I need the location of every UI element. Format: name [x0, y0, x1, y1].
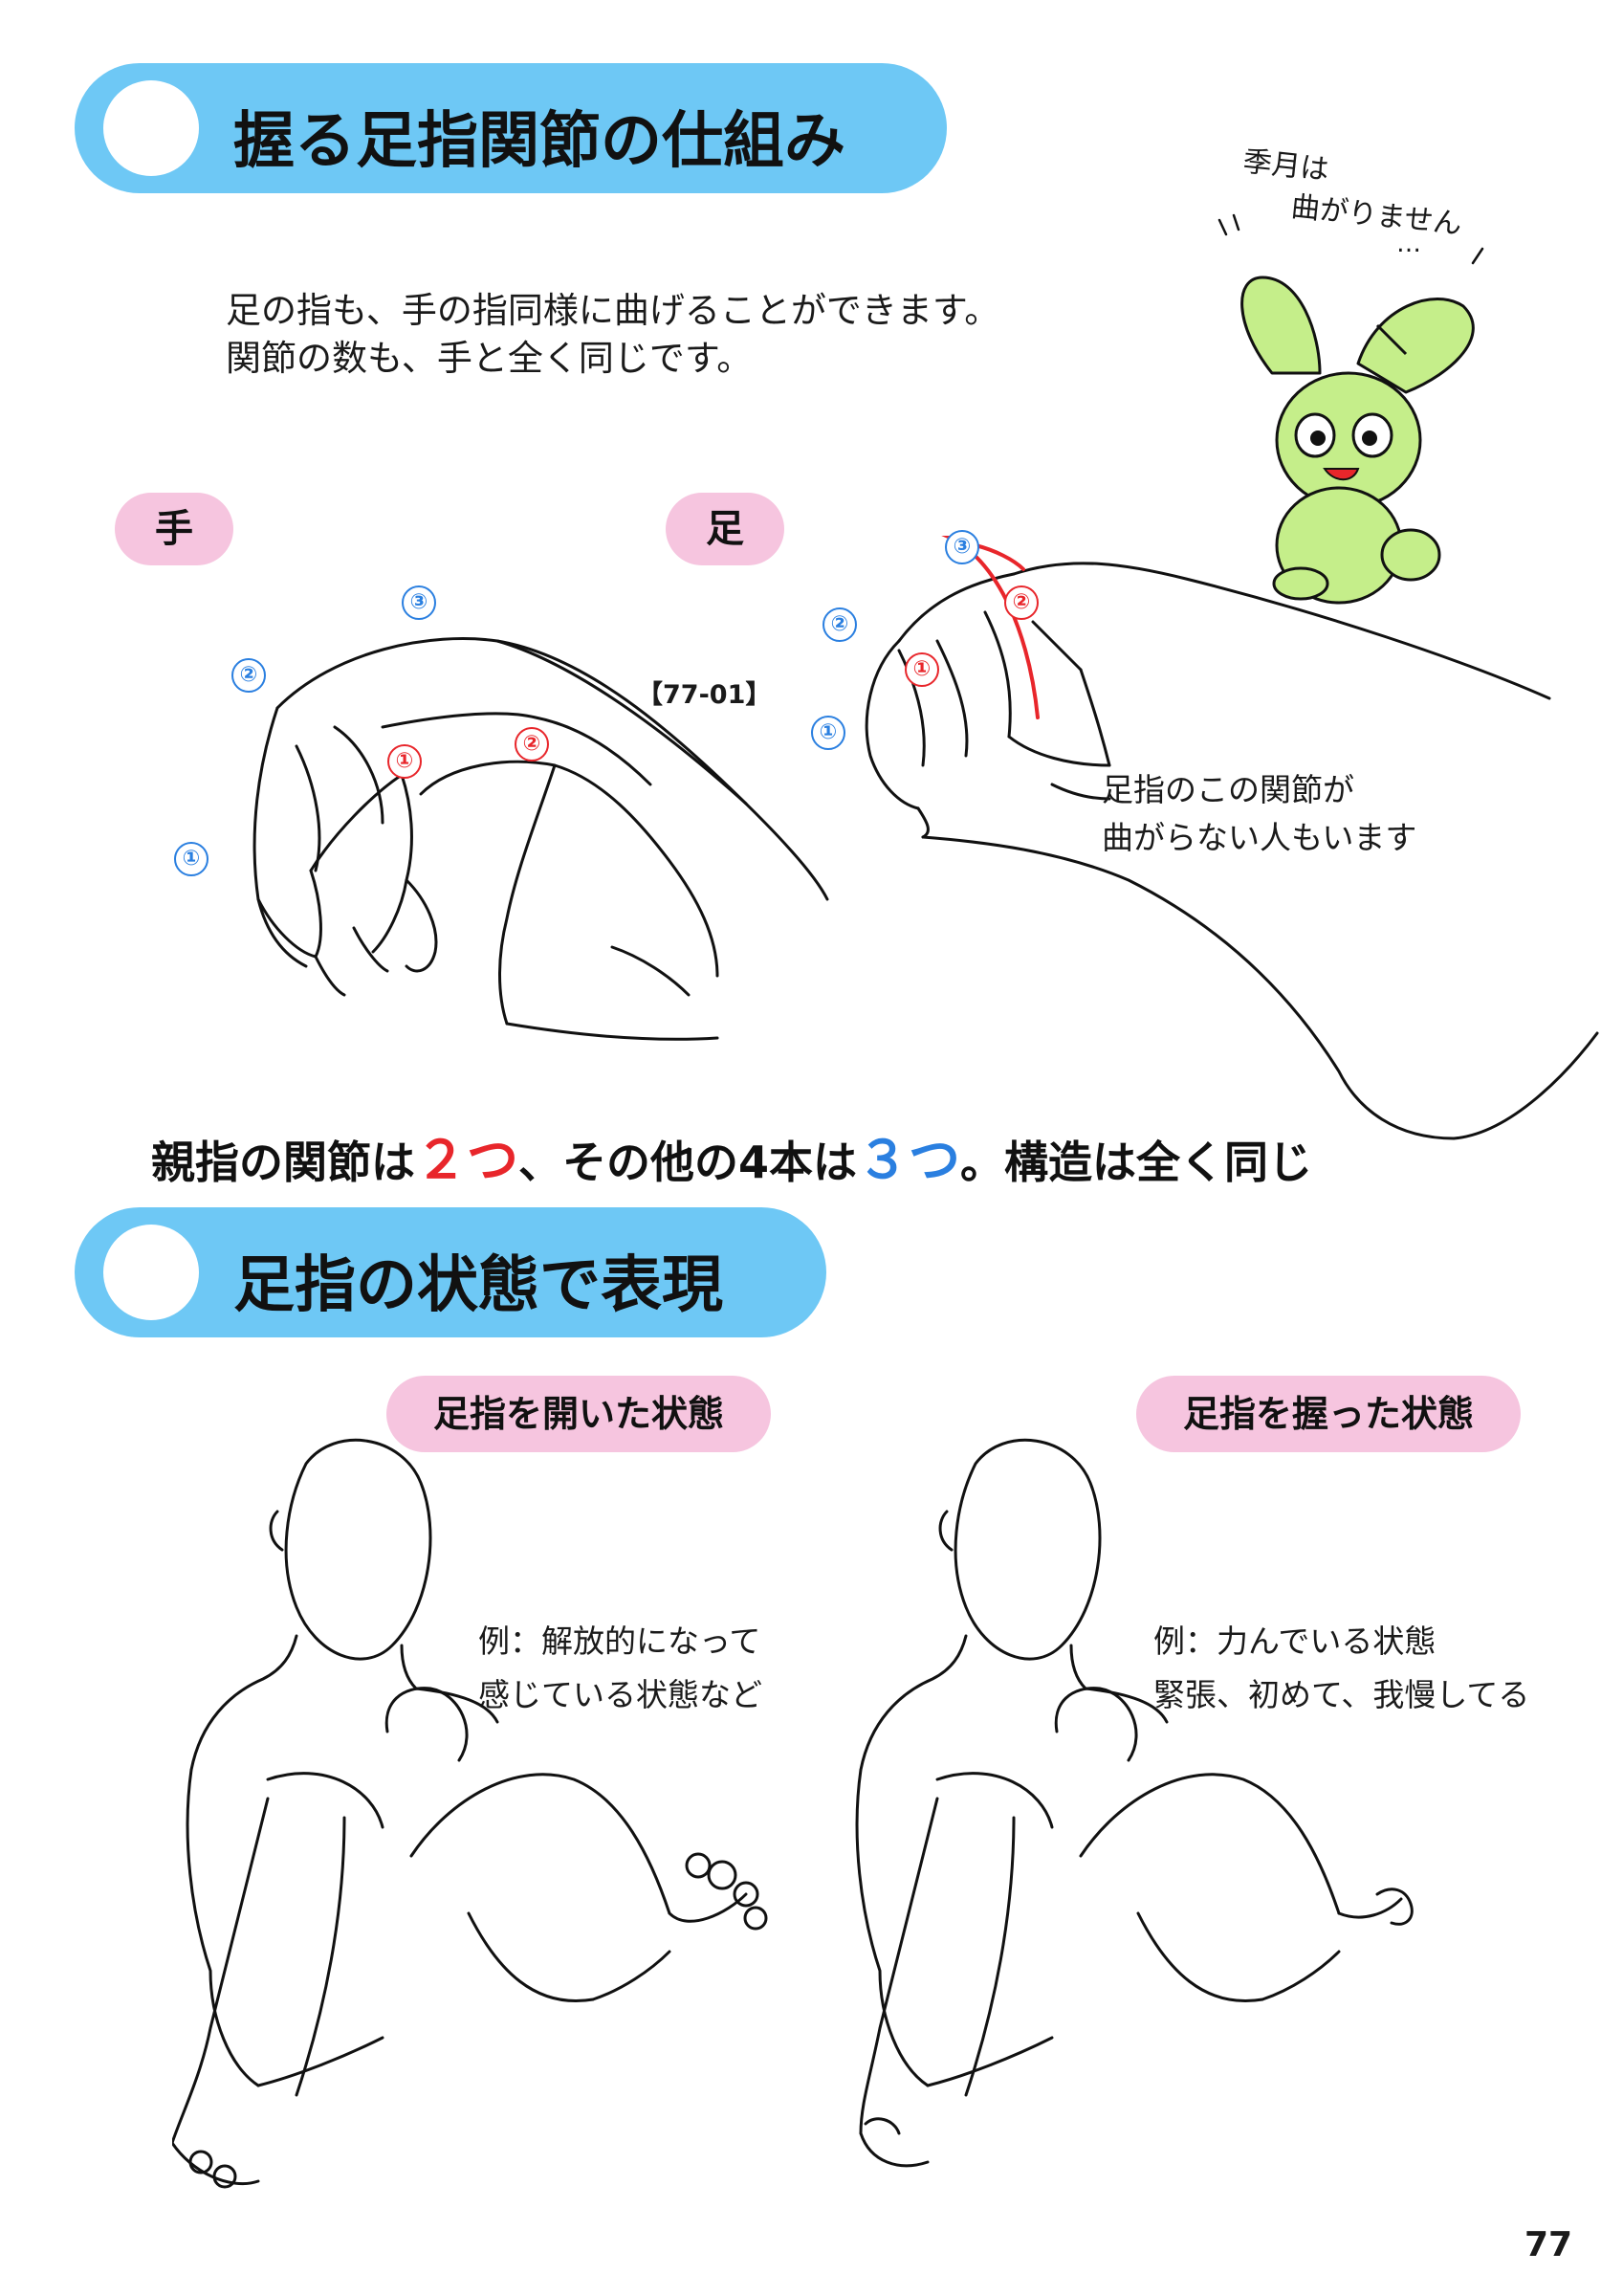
mascot-speech-line-1: 季月は	[1241, 144, 1331, 188]
hand-marker-blue-3: ③	[402, 585, 436, 620]
clenched-state-note-1: 例：力んでいる状態	[1153, 1623, 1437, 1660]
foot-marker-blue-3: ③	[945, 530, 979, 564]
mascot-bunny-illustration	[1217, 213, 1484, 605]
page-number: 77	[1524, 2225, 1573, 2264]
foot-note-line-2: 曲がらない人もいます	[1102, 819, 1417, 856]
summary-other-count: ３つ	[857, 1130, 961, 1190]
open-state-note-1: 例：解放的になって	[478, 1623, 761, 1660]
mascot-speech-line-3: …	[1396, 230, 1421, 258]
summary-thumb-count: ２つ	[415, 1130, 518, 1190]
section-heading-2-title: 足指の状態で表現	[233, 1250, 723, 1321]
heading-circle-icon	[103, 1225, 199, 1320]
clenched-state-note-2: 緊張、初めて、我慢してる	[1153, 1676, 1530, 1713]
section-heading-2: 足指の状態で表現	[75, 1207, 826, 1337]
hand-marker-red-2: ②	[515, 727, 549, 762]
foot-marker-blue-1: ①	[811, 716, 845, 750]
open-state-note-2: 感じている状態など	[478, 1676, 762, 1713]
figure-open-toes	[172, 1438, 768, 2189]
foot-marker-blue-2: ②	[822, 607, 857, 642]
figure-clenched-toes	[855, 1438, 1414, 2168]
summary-sentence: 親指の関節は２つ、その他の4本は３つ。構造は全く同じ	[151, 1117, 1312, 1193]
label-hand: 手	[115, 493, 233, 565]
summary-part-2: 、その他の4本は	[518, 1137, 858, 1188]
summary-part-3: 。構造は全く同じ	[960, 1137, 1313, 1188]
section-heading-1-title: 握る足指関節の仕組み	[233, 106, 845, 177]
heading-circle-icon	[103, 80, 199, 176]
hand-drawing	[252, 637, 829, 1041]
intro-line-1: 足の指も、手の指同様に曲げることができます。	[226, 290, 1000, 331]
intro-line-2: 関節の数も、手と全く同じです。	[226, 338, 753, 379]
foot-marker-red-1: ①	[905, 652, 939, 687]
label-open-state: 足指を開いた状態	[386, 1376, 771, 1452]
figure-code: 【77-01】	[637, 680, 772, 710]
label-foot: 足	[666, 493, 784, 565]
section-heading-1: 握る足指関節の仕組み	[75, 63, 947, 193]
hand-marker-blue-1: ①	[174, 842, 208, 876]
foot-note-line-1: 足指のこの関節が	[1102, 771, 1354, 808]
foot-drawing	[865, 536, 1599, 1140]
summary-part-1: 親指の関節は	[151, 1137, 415, 1188]
foot-marker-red-2: ②	[1004, 585, 1039, 620]
hand-marker-blue-2: ②	[231, 658, 266, 693]
label-clenched-state: 足指を握った状態	[1136, 1376, 1521, 1452]
hand-marker-red-1: ①	[387, 744, 422, 779]
